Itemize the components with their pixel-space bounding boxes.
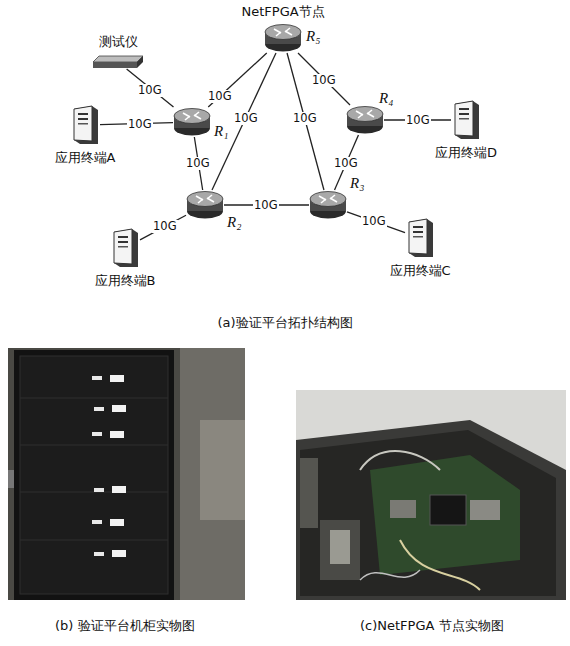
- link-line: [127, 69, 174, 107]
- router-icon: [186, 190, 224, 220]
- link-stroke: [212, 53, 276, 190]
- cabinet-photo: [8, 348, 245, 600]
- bandwidth-label: 10G: [185, 157, 211, 170]
- bandwidth-label: 10G: [253, 199, 279, 212]
- figure-caption: (c)NetFPGA 节点实物图: [360, 618, 504, 634]
- router-icon: [264, 23, 302, 53]
- terminal-icon: [405, 218, 435, 258]
- router-name: R₃: [350, 175, 364, 192]
- node-label: 应用终端B: [95, 273, 156, 289]
- bandwidth-label: 10G: [152, 220, 178, 233]
- terminal-icon: [110, 228, 140, 268]
- router-node: R₁: [173, 107, 211, 137]
- bandwidth-label: 10G: [361, 215, 387, 228]
- router-node: R₄: [346, 105, 384, 135]
- link-line: [212, 53, 276, 190]
- figure-caption: (b) 验证平台机柜实物图: [55, 618, 195, 634]
- link-stroke: [127, 69, 174, 107]
- node-label: 应用终端D: [435, 145, 497, 161]
- bandwidth-label: 10G: [292, 112, 318, 125]
- netfpga-photo: [296, 390, 566, 600]
- terminal-node: 应用终端A: [70, 105, 100, 145]
- router-name: R₄: [379, 90, 393, 107]
- link-line: [140, 215, 186, 240]
- router-node: R₂: [186, 190, 224, 220]
- bandwidth-label: 10G: [137, 84, 163, 97]
- router-node: NetFPGA节点R₅: [264, 23, 302, 53]
- router-name: R₂: [227, 214, 241, 231]
- link-line: [298, 53, 350, 105]
- bandwidth-label: 10G: [127, 118, 153, 131]
- link-stroke: [298, 53, 350, 105]
- bandwidth-label: 10G: [233, 112, 259, 125]
- node-label: NetFPGA节点: [242, 4, 325, 20]
- bandwidth-label: 10G: [405, 114, 431, 127]
- node-label: 应用终端C: [390, 263, 451, 279]
- terminal-node: 应用终端B: [110, 228, 140, 268]
- router-name: R₅: [306, 28, 320, 45]
- tester-icon: [91, 55, 145, 69]
- bandwidth-label: 10G: [207, 90, 233, 103]
- router-icon: [309, 190, 347, 220]
- link-stroke: [347, 212, 405, 233]
- link-line: [347, 212, 405, 233]
- figure-caption: (a)验证平台拓扑结构图: [218, 315, 353, 331]
- terminal-icon: [451, 100, 481, 140]
- node-label: 测试仪: [99, 34, 138, 50]
- bandwidth-label: 10G: [311, 74, 337, 87]
- terminal-node: 应用终端D: [451, 100, 481, 140]
- router-icon: [346, 105, 384, 135]
- terminal-node: 应用终端C: [405, 218, 435, 258]
- node-label: 应用终端A: [55, 150, 116, 166]
- link-stroke: [140, 215, 186, 240]
- router-icon: [173, 107, 211, 137]
- bandwidth-label: 10G: [333, 157, 359, 170]
- tester-node: 测试仪: [91, 55, 145, 69]
- terminal-icon: [70, 105, 100, 145]
- router-node: R₃: [309, 190, 347, 220]
- router-name: R₁: [214, 123, 228, 140]
